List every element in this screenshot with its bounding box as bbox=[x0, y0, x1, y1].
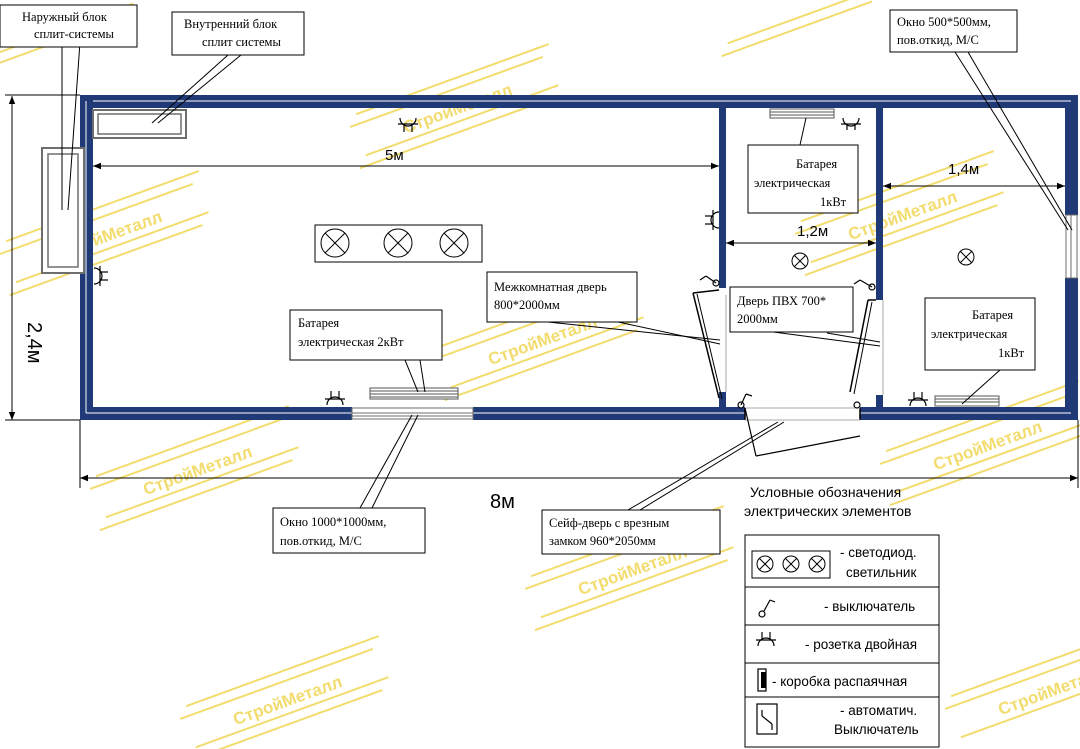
double-socket-icon bbox=[705, 210, 720, 230]
svg-text:Батарея: Батарея bbox=[796, 157, 837, 171]
battery-2kw bbox=[369, 387, 459, 400]
svg-text:2000мм: 2000мм bbox=[737, 312, 778, 326]
svg-text:800*2000мм: 800*2000мм bbox=[494, 298, 560, 312]
safe-door bbox=[744, 407, 861, 457]
svg-text:- автоматич.: - автоматич. bbox=[840, 703, 917, 718]
svg-text:Внутренний блок: Внутренний блок bbox=[184, 17, 278, 31]
svg-text:1кВт: 1кВт bbox=[820, 195, 847, 209]
svg-text:- светодиод.: - светодиод. bbox=[840, 545, 917, 560]
svg-text:пов.откид, М/С: пов.откид, М/С bbox=[280, 534, 362, 548]
svg-text:СтройМеталл: СтройМеталл bbox=[996, 662, 1080, 719]
watermark bbox=[721, 0, 879, 58]
legend-item-switch: - выключатель bbox=[758, 599, 915, 618]
switch-icon bbox=[853, 279, 876, 291]
callout-battery-room3: Батарея электрическая 1кВт bbox=[924, 297, 1036, 371]
watermark: СтройМеталл bbox=[0, 170, 209, 297]
circuit-breaker-icon bbox=[756, 703, 778, 735]
svg-text:Батарея: Батарея bbox=[972, 308, 1013, 322]
svg-text:сплит системы: сплит системы bbox=[202, 35, 281, 49]
svg-text:Выключатель: Выключатель bbox=[834, 722, 919, 737]
leader-lines bbox=[61, 41, 1073, 511]
legend-item-led-lamp: - светодиод. светильник bbox=[751, 545, 917, 580]
double-socket-icon bbox=[908, 392, 928, 407]
partition-wall-1-lower bbox=[719, 392, 726, 408]
double-socket-icon bbox=[756, 632, 776, 647]
partition-wall-1-upper bbox=[719, 108, 726, 288]
legend-item-circuit-breaker: - автоматич. Выключатель bbox=[756, 703, 919, 737]
svg-text:Наружный блок: Наружный блок bbox=[22, 10, 108, 24]
svg-text:электрическая: электрическая bbox=[754, 176, 831, 190]
svg-text:светильник: светильник bbox=[846, 565, 916, 580]
dimension-total-height: 2,4м bbox=[23, 322, 45, 364]
battery-room2 bbox=[769, 108, 835, 119]
dimension-room2-width: 1,2м bbox=[797, 223, 828, 240]
callout-outdoor-unit: Наружный блок сплит-системы bbox=[0, 4, 138, 48]
dimension-total-width: 8м bbox=[490, 491, 515, 513]
svg-text:электрическая: электрическая bbox=[931, 327, 1008, 341]
svg-text:1кВт: 1кВт bbox=[998, 346, 1025, 360]
switch-icon bbox=[737, 393, 753, 409]
callout-battery-2kw: Батарея электрическая 2кВт bbox=[289, 309, 443, 361]
svg-text:- выключатель: - выключатель bbox=[824, 599, 915, 614]
double-socket-icon bbox=[841, 117, 861, 130]
window-large bbox=[351, 407, 474, 420]
callout-indoor-unit: Внутренний блок сплит системы bbox=[171, 11, 305, 56]
double-socket-icon bbox=[325, 391, 345, 406]
legend-subtitle: электрических элементов bbox=[744, 503, 911, 519]
callout-window-small: Окно 500*500мм, пов.откид, М/С bbox=[889, 9, 1018, 53]
callout-safe-door: Сейф-дверь с врезным замком 960*2050мм bbox=[541, 509, 721, 555]
svg-text:замком 960*2050мм: замком 960*2050мм bbox=[549, 534, 656, 548]
watermark: СтройМеталл bbox=[944, 625, 1080, 739]
indoor-unit bbox=[92, 109, 187, 139]
legend-title: Условные обозначения bbox=[750, 484, 901, 500]
callout-window-large: Окно 1000*1000мм, пов.откид, М/С bbox=[272, 507, 426, 554]
led-lamp-block bbox=[314, 224, 483, 263]
right-wall-lower bbox=[1065, 278, 1078, 420]
walls bbox=[80, 95, 1078, 420]
double-socket-icon bbox=[398, 117, 418, 132]
legend-item-double-socket: - розетка двойная bbox=[756, 632, 917, 652]
svg-text:- коробка распаячная: - коробка распаячная bbox=[772, 674, 907, 689]
outdoor-unit bbox=[41, 147, 85, 274]
dimension-room1-width: 5м bbox=[385, 147, 404, 164]
partition-wall-2-lower bbox=[876, 395, 883, 408]
callout-battery-room2: Батарея электрическая 1кВт bbox=[747, 144, 859, 214]
svg-text:электрическая 2кВт: электрическая 2кВт bbox=[298, 335, 404, 349]
switch-icon bbox=[853, 401, 861, 409]
svg-text:Окно 1000*1000мм,: Окно 1000*1000мм, bbox=[280, 515, 386, 529]
window-small bbox=[1065, 214, 1078, 279]
battery-room3 bbox=[934, 395, 1000, 407]
svg-text:пов.откид, М/С: пов.откид, М/С bbox=[897, 33, 979, 47]
legend-item-junction-box: - коробка распаячная bbox=[757, 668, 907, 692]
svg-text:Межкомнатная дверь: Межкомнатная дверь bbox=[494, 280, 607, 294]
legend: Условные обозначения электрических элеме… bbox=[744, 484, 940, 748]
switch-icon bbox=[758, 599, 776, 618]
switch-icon bbox=[699, 275, 720, 287]
led-lamp-icon bbox=[383, 228, 413, 258]
partition-wall-2-upper bbox=[876, 108, 883, 300]
callout-interior-door: Межкомнатная дверь 800*2000мм bbox=[486, 271, 638, 323]
lamp-room2 bbox=[791, 252, 809, 270]
svg-text:сплит-системы: сплит-системы bbox=[34, 27, 114, 41]
callout-pvc-door: Дверь ПВХ 700* 2000мм bbox=[729, 286, 854, 333]
double-socket-icon bbox=[93, 266, 108, 286]
svg-text:Окно 500*500мм,: Окно 500*500мм, bbox=[897, 15, 991, 29]
junction-box-icon bbox=[757, 668, 767, 692]
svg-text:Батарея: Батарея bbox=[298, 316, 339, 330]
svg-text:Дверь ПВХ 700*: Дверь ПВХ 700* bbox=[737, 294, 826, 308]
svg-text:- розетка двойная: - розетка двойная bbox=[805, 637, 917, 652]
led-lamp-icon bbox=[756, 555, 826, 573]
led-lamp-icon bbox=[320, 228, 350, 258]
led-lamp-icon bbox=[439, 228, 469, 258]
interior-door bbox=[692, 289, 727, 400]
lamp-room3 bbox=[957, 248, 975, 266]
pvc-door bbox=[849, 299, 884, 395]
dimension-room3-width: 1,4м bbox=[948, 161, 979, 178]
right-wall-upper bbox=[1065, 95, 1078, 215]
svg-text:Сейф-дверь с врезным: Сейф-дверь с врезным bbox=[549, 516, 669, 530]
watermark: СтройМеталл bbox=[179, 635, 389, 749]
